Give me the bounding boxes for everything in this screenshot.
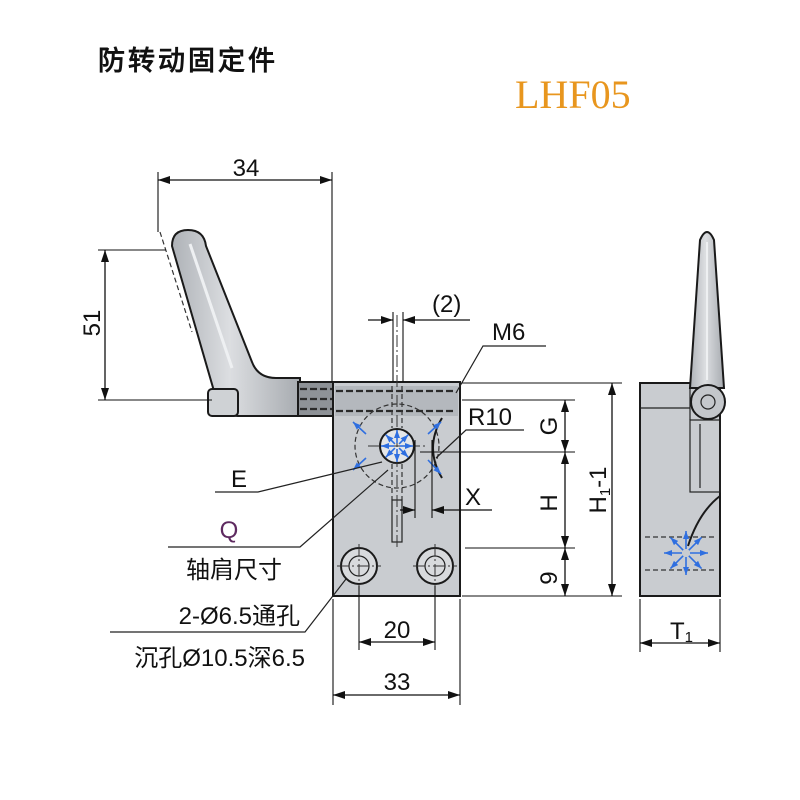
marker-arrow bbox=[398, 434, 409, 445]
leader-line bbox=[168, 469, 389, 548]
header: 防转动固定件 LHF05 bbox=[98, 45, 631, 117]
radius-hidden-arc bbox=[354, 403, 440, 489]
t1-label: T1 bbox=[670, 618, 693, 646]
shoulder-label: 轴肩尺寸 bbox=[186, 556, 282, 584]
t1-subscript: 1 bbox=[685, 629, 693, 646]
q-label: Q bbox=[220, 517, 239, 544]
hole-callout: 2-Ø6.5通孔 沉孔Ø10.5深6.5 bbox=[110, 578, 347, 672]
marker-arrow bbox=[385, 447, 396, 458]
dimension-value: (2) bbox=[432, 291, 461, 318]
h-label: H bbox=[536, 494, 563, 511]
model-code: LHF05 bbox=[515, 72, 631, 117]
marker-arrow bbox=[669, 555, 684, 570]
dimension-handle-height: 51 bbox=[79, 249, 212, 401]
leader-line bbox=[435, 429, 524, 459]
marker-arrow bbox=[688, 555, 703, 570]
e-marker-cluster bbox=[381, 430, 413, 462]
corner-marker-arrow bbox=[427, 459, 442, 475]
side-handle-pivot bbox=[690, 384, 726, 420]
g-label: G bbox=[536, 417, 563, 436]
handle-highlight bbox=[188, 243, 234, 369]
part-title: 防转动固定件 bbox=[98, 45, 278, 77]
dimension-value: 20 bbox=[384, 617, 411, 644]
hole-label: 2-Ø6.5通孔 bbox=[179, 603, 300, 630]
marker-arrow bbox=[398, 447, 409, 458]
thread-callout: M6 bbox=[455, 319, 546, 394]
dimension-value: 33 bbox=[384, 669, 411, 696]
side-cutout-arc bbox=[687, 495, 721, 547]
leader-line bbox=[215, 461, 383, 493]
bottom-height-label: 9 bbox=[536, 571, 563, 584]
handle-swing-line bbox=[159, 231, 193, 333]
dimension-handle-reach: 34 bbox=[157, 155, 333, 382]
leader-line bbox=[455, 345, 546, 394]
t1-main: T bbox=[670, 618, 685, 645]
marker-arrow bbox=[688, 536, 703, 551]
corner-marker-arrow bbox=[352, 421, 367, 435]
dimension-value: 51 bbox=[79, 310, 106, 337]
side-view bbox=[639, 231, 726, 597]
dimension-value: 34 bbox=[233, 155, 260, 182]
dimension-thickness: T1 bbox=[639, 599, 721, 652]
handle-lever bbox=[170, 228, 301, 417]
dimension-gap: (2) bbox=[368, 291, 470, 382]
dimension-width: 33 bbox=[332, 599, 461, 705]
dimension-x: X bbox=[400, 440, 492, 518]
front-view-handle bbox=[159, 228, 301, 417]
h1-tail: -1 bbox=[585, 466, 612, 487]
corner-marker-arrow bbox=[427, 421, 442, 435]
radius-label: R10 bbox=[468, 404, 512, 431]
shoulder-callout: Q 轴肩尺寸 bbox=[168, 469, 389, 584]
mounting-hole-left bbox=[337, 544, 381, 588]
marker-arrow bbox=[385, 434, 396, 445]
h1-label: H1-1 bbox=[585, 466, 614, 513]
h1-main: H bbox=[585, 496, 612, 513]
thread-label: M6 bbox=[492, 319, 525, 346]
handle-shaft-end bbox=[207, 388, 239, 417]
marker-arrow bbox=[669, 536, 684, 551]
counterbore-label: 沉孔Ø10.5深6.5 bbox=[134, 645, 305, 672]
side-slot bbox=[689, 419, 721, 493]
e-label: E bbox=[231, 466, 247, 493]
side-pivot-pin bbox=[700, 394, 716, 410]
front-view-block bbox=[332, 315, 461, 597]
dimension-hole-pitch: 20 bbox=[358, 586, 436, 650]
leader-line bbox=[110, 578, 347, 633]
h1-subscript: 1 bbox=[597, 488, 614, 496]
height-dimensions: G H 9 H1-1 bbox=[420, 382, 622, 597]
side-marker-cluster bbox=[664, 531, 708, 575]
x-label: X bbox=[465, 484, 481, 511]
mounting-hole-right bbox=[413, 544, 457, 588]
e-callout: E bbox=[215, 461, 383, 493]
radius-callout: R10 bbox=[435, 404, 524, 459]
threaded-shaft bbox=[297, 381, 337, 417]
